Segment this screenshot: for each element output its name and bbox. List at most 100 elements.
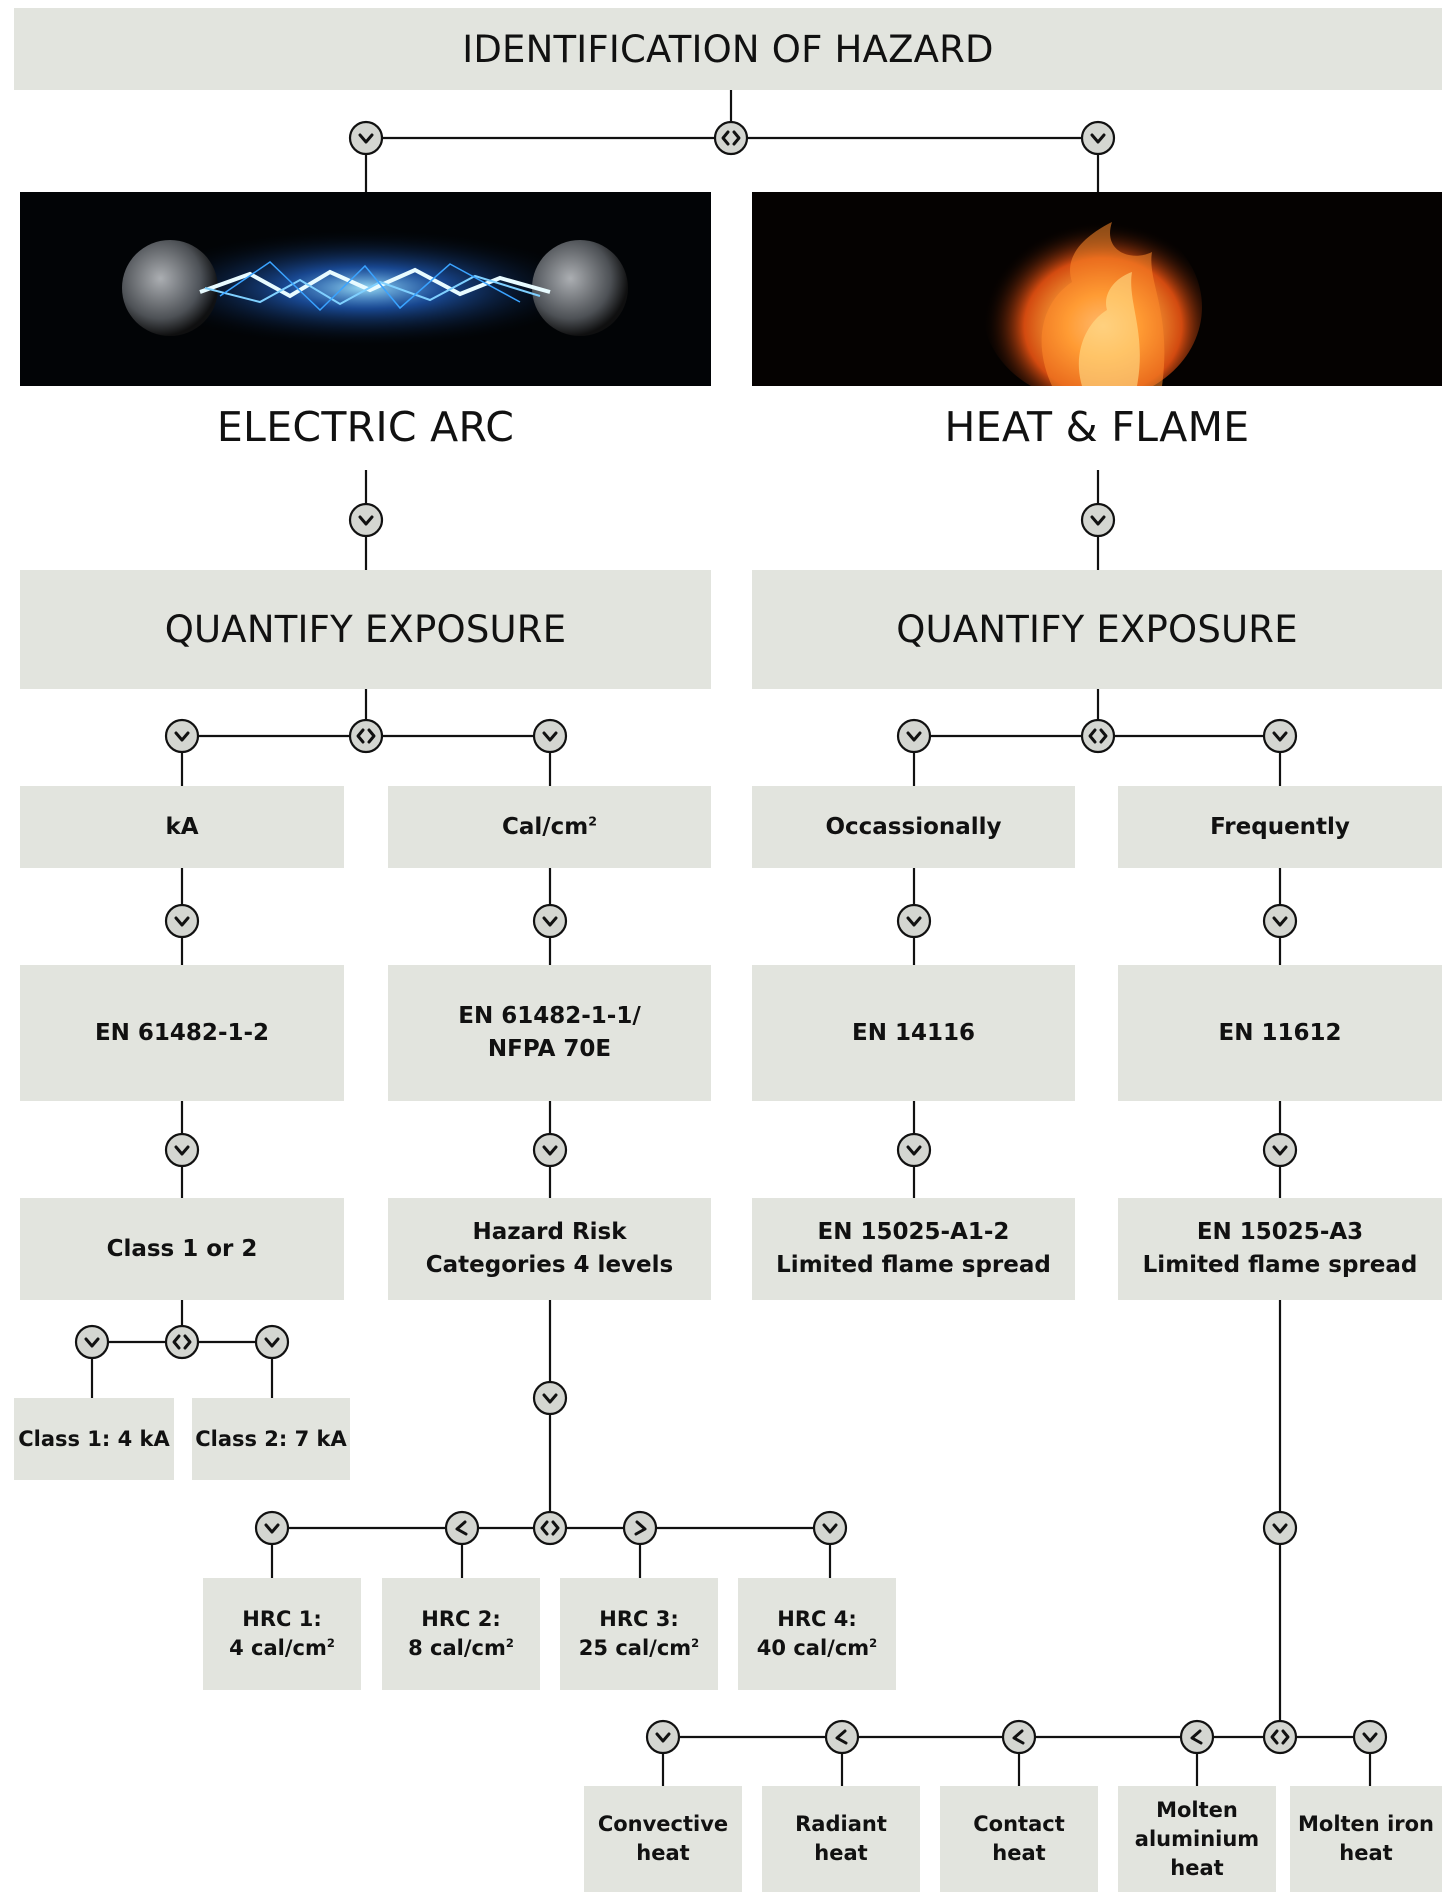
chevron-down-icon xyxy=(1080,120,1116,156)
radiant-heat-box: Radiant heat xyxy=(762,1786,920,1892)
hrc-3-value-sup: 2 xyxy=(691,1636,700,1650)
flame-quantify-exposure-box: QUANTIFY EXPOSURE xyxy=(752,570,1442,689)
chevron-down-icon xyxy=(896,1132,932,1168)
hrc-2-box: HRC 2: 8 cal/cm2 xyxy=(382,1578,540,1690)
contact-heat-line1: Contact xyxy=(973,1812,1065,1836)
hrc-2-value-sup: 2 xyxy=(505,1636,514,1650)
radiant-heat-line2: heat xyxy=(814,1841,868,1865)
chevron-down-icon xyxy=(896,903,932,939)
chevron-down-icon xyxy=(1352,1719,1388,1755)
en-11612-label: EN 11612 xyxy=(1218,1019,1342,1046)
split-node-icon xyxy=(164,1324,200,1360)
chevron-down-icon xyxy=(1262,1510,1298,1546)
class-2-box: Class 2: 7 kA xyxy=(192,1398,350,1480)
hrc-4-value-sup: 2 xyxy=(869,1636,878,1650)
frequently-label: Frequently xyxy=(1210,813,1350,840)
chevron-down-icon xyxy=(1080,502,1116,538)
hrc-3-value-text: 25 cal/cm xyxy=(578,1636,692,1660)
split-node-icon xyxy=(713,120,749,156)
class-1-or-2-box: Class 1 or 2 xyxy=(20,1198,344,1300)
hazard-risk-line2: Categories 4 levels xyxy=(425,1252,674,1278)
split-node-icon xyxy=(1262,1719,1298,1755)
page-title: IDENTIFICATION OF HAZARD xyxy=(462,27,994,71)
en-61482-1-2-box: EN 61482-1-2 xyxy=(20,965,344,1101)
chevron-down-icon xyxy=(532,1380,568,1416)
frequently-box: Frequently xyxy=(1118,786,1442,868)
en-14116-label: EN 14116 xyxy=(852,1019,975,1046)
en-15025-a3-box: EN 15025-A3 Limited flame spread xyxy=(1118,1198,1442,1300)
en-15025-a3-line2: Limited flame spread xyxy=(1142,1252,1418,1278)
molten-aluminium-line2: aluminium xyxy=(1134,1826,1260,1851)
chevron-down-icon xyxy=(896,718,932,754)
heat-flame-image xyxy=(752,192,1442,386)
split-node-icon xyxy=(532,1510,568,1546)
molten-aluminium-heat-box: Molten aluminium heat xyxy=(1118,1786,1276,1892)
cal-label: Cal/cm2 xyxy=(502,811,597,844)
heat-flame-title: HEAT & FLAME xyxy=(944,403,1250,451)
hrc-1-value-sup: 2 xyxy=(326,1636,335,1650)
en-15025-a1-2-box: EN 15025-A1-2 Limited flame spread xyxy=(752,1198,1075,1300)
molten-iron-line1: Molten iron xyxy=(1298,1812,1434,1836)
chevron-down-icon xyxy=(164,903,200,939)
hrc-3-box: HRC 3: 25 cal/cm2 xyxy=(560,1578,718,1690)
ka-label: kA xyxy=(165,813,199,840)
molten-aluminium-line3: heat xyxy=(1170,1855,1224,1880)
chevron-down-icon xyxy=(532,903,568,939)
chevron-down-icon xyxy=(254,1324,290,1360)
hrc-2-value-text: 8 cal/cm xyxy=(408,1636,506,1660)
molten-iron-line2: heat xyxy=(1339,1841,1393,1865)
chevron-down-icon xyxy=(1262,903,1298,939)
chevron-down-icon xyxy=(348,120,384,156)
en-15025-a1-2-line1: EN 15025-A1-2 xyxy=(817,1219,1010,1245)
chevron-down-icon xyxy=(74,1324,110,1360)
chevron-down-icon xyxy=(1262,718,1298,754)
split-node-icon xyxy=(348,718,384,754)
hrc-1-name: HRC 1: xyxy=(242,1607,322,1631)
arc-quantify-exposure-box: QUANTIFY EXPOSURE xyxy=(20,570,711,689)
class-1-box: Class 1: 4 kA xyxy=(14,1398,174,1480)
electric-arc-title: ELECTRIC ARC xyxy=(216,403,515,451)
en-61482-1-1-line2: NFPA 70E xyxy=(487,1036,612,1062)
chevron-down-icon xyxy=(532,718,568,754)
en-14116-box: EN 14116 xyxy=(752,965,1075,1101)
cal-unit: Cal/cm xyxy=(501,813,589,840)
hrc-2-value: 8 cal/cm2 xyxy=(408,1634,514,1663)
hrc-3-name: HRC 3: xyxy=(599,1607,679,1631)
en-11612-box: EN 11612 xyxy=(1118,965,1442,1101)
chevron-down-icon xyxy=(532,1132,568,1168)
en-15025-a1-2-line2: Limited flame spread xyxy=(776,1252,1051,1278)
chevron-down-icon xyxy=(1179,1719,1215,1755)
electric-arc-illustration xyxy=(20,192,711,386)
convective-heat-line2: heat xyxy=(636,1841,690,1865)
electric-arc-image xyxy=(20,192,711,386)
hazard-risk-line1: Hazard Risk xyxy=(472,1219,627,1245)
contact-heat-line2: heat xyxy=(992,1841,1046,1865)
chevron-down-icon xyxy=(164,1132,200,1168)
hrc-4-value: 40 cal/cm2 xyxy=(757,1634,877,1663)
convective-heat-box: Convective heat xyxy=(584,1786,742,1892)
chevron-down-icon xyxy=(164,718,200,754)
hrc-1-box: HRC 1: 4 cal/cm2 xyxy=(203,1578,361,1690)
chevron-down-icon xyxy=(812,1510,848,1546)
cal-box: Cal/cm2 xyxy=(388,786,711,868)
hazard-identification-header: IDENTIFICATION OF HAZARD xyxy=(14,8,1442,90)
radiant-heat-line1: Radiant xyxy=(795,1812,887,1836)
hrc-3-value: 25 cal/cm2 xyxy=(579,1634,699,1663)
chevron-down-icon xyxy=(444,1510,480,1546)
molten-aluminium-line1: Molten xyxy=(1156,1797,1238,1822)
split-node-icon xyxy=(1080,718,1116,754)
hazard-risk-box: Hazard Risk Categories 4 levels xyxy=(388,1198,711,1300)
occasionally-box: Occassionally xyxy=(752,786,1075,868)
en-15025-a3-line1: EN 15025-A3 xyxy=(1196,1219,1364,1245)
chevron-down-icon xyxy=(348,502,384,538)
class-2-label: Class 2: 7 kA xyxy=(195,1426,347,1451)
chevron-down-icon xyxy=(254,1510,290,1546)
cal-unit-superscript: 2 xyxy=(588,812,598,828)
hrc-2-name: HRC 2: xyxy=(421,1607,501,1631)
hrc-4-box: HRC 4: 40 cal/cm2 xyxy=(738,1578,896,1690)
arc-quantify-exposure-label: QUANTIFY EXPOSURE xyxy=(164,608,567,651)
class-1-label: Class 1: 4 kA xyxy=(18,1426,170,1451)
hrc-1-value: 4 cal/cm2 xyxy=(229,1634,335,1663)
convective-heat-line1: Convective xyxy=(597,1812,729,1836)
